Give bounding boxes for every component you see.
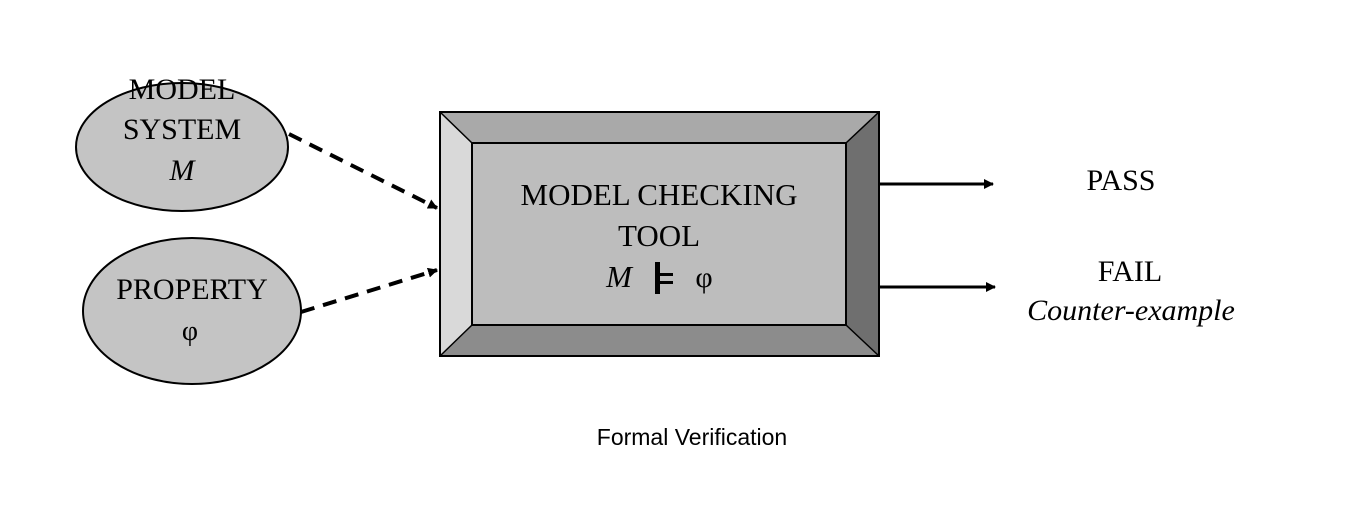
tool-face: [471, 142, 847, 326]
model-system-ellipse: [75, 82, 289, 212]
tool-bevel-right: [846, 112, 879, 356]
tool-bevel-left: [440, 112, 472, 356]
tool-bevel-top: [440, 112, 879, 143]
tool-bevel-edge: [845, 111, 880, 144]
tool-label-line2: TOOL: [618, 218, 700, 253]
tool-bevel-edge: [439, 111, 473, 144]
formula-model-symbol: M: [605, 259, 634, 294]
fail-label: FAIL: [1098, 255, 1162, 288]
satisfies-symbol: [655, 262, 673, 294]
diagram-caption: Formal Verification: [597, 424, 787, 450]
model-to-tool-arrow: [288, 132, 438, 210]
property-node: PROPERTY φ: [82, 237, 302, 385]
model-system-label-line1: MODEL: [129, 73, 236, 106]
pass-label: PASS: [1087, 164, 1156, 197]
model-checking-tool-box: MODEL CHECKING TOOL M φ: [439, 111, 880, 357]
tool-bevel-edge: [439, 324, 473, 357]
tool-bevel-bottom: [440, 325, 879, 356]
model-system-symbol: M: [169, 154, 197, 187]
tool-outer-border: [439, 111, 880, 357]
tool-bevel-edge: [845, 324, 880, 357]
property-label: PROPERTY: [116, 273, 268, 306]
property-to-tool-arrow: [300, 267, 438, 314]
property-phi-symbol: φ: [182, 316, 198, 347]
property-ellipse: [82, 237, 302, 385]
formula-phi-symbol: φ: [695, 261, 712, 294]
counter-example-label: Counter-example: [1027, 294, 1235, 327]
model-system-label-line2: SYSTEM: [123, 113, 241, 146]
tool-label-line1: MODEL CHECKING: [521, 177, 798, 212]
model-system-node: MODEL SYSTEM M: [75, 73, 289, 212]
